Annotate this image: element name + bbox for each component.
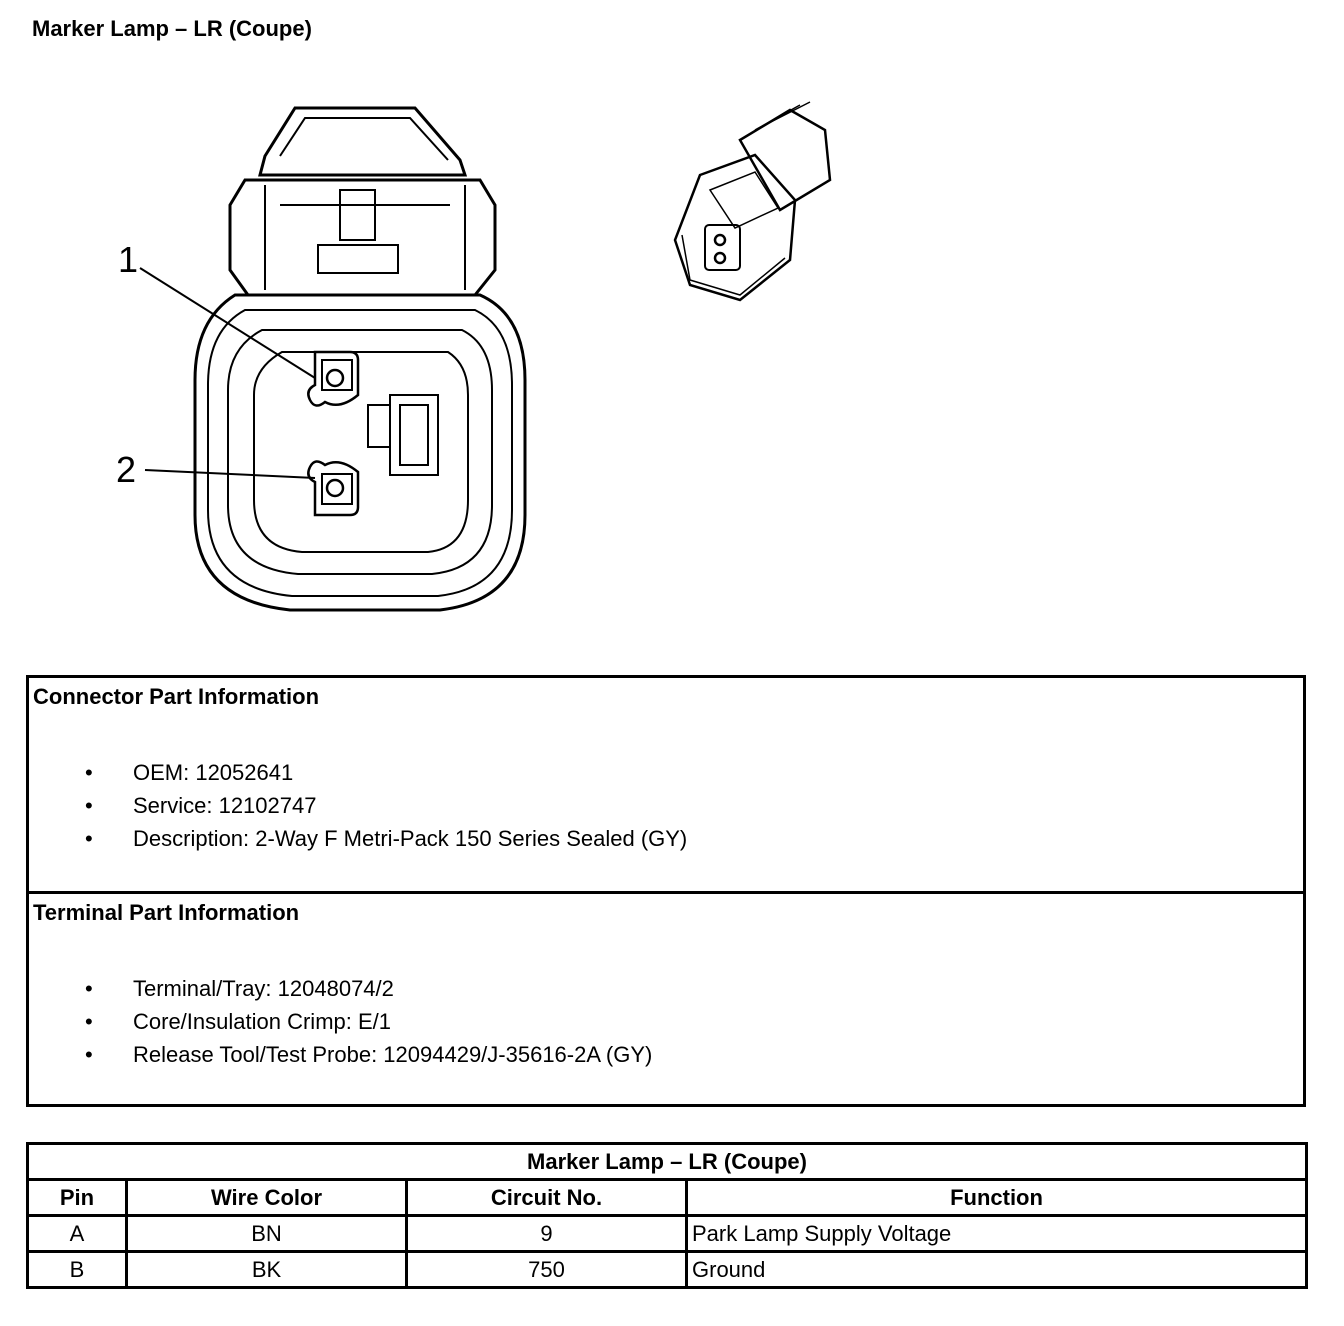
connector-part-information: Connector Part Information OEM: 12052641… [29,678,1303,894]
list-item: OEM: 12052641 [85,756,687,789]
circuit-cell: 9 [405,1214,688,1253]
column-header: Pin [26,1178,128,1217]
function-cell: Ground [685,1250,1308,1289]
function-cell: Park Lamp Supply Voltage [685,1214,1308,1253]
wire-color-cell: BN [125,1214,408,1253]
list-item: Core/Insulation Crimp: E/1 [85,1005,652,1038]
section-title: Connector Part Information [33,684,320,709]
connector-isometric-thumbnail [673,101,832,302]
table-row: A BN 9 Park Lamp Supply Voltage [26,1214,1308,1253]
terminal-info-list: Terminal/Tray: 12048074/2 Core/Insulatio… [85,972,652,1071]
list-item: Release Tool/Test Probe: 12094429/J-3561… [85,1038,652,1071]
table-header-row: Pin Wire Color Circuit No. Function [26,1178,1308,1217]
part-information-box: Connector Part Information OEM: 12052641… [26,675,1306,1107]
circuit-cell: 750 [405,1250,688,1289]
list-item: Description: 2-Way F Metri-Pack 150 Seri… [85,822,687,855]
column-header: Circuit No. [405,1178,688,1217]
pinout-table: Marker Lamp – LR (Coupe) Pin Wire Color … [26,1142,1308,1289]
pin-cell: A [26,1214,128,1253]
column-header: Wire Color [125,1178,408,1217]
connector-face-diagram: 1 2 [116,106,527,612]
column-header: Function [685,1178,1308,1217]
table-row: B BK 750 Ground [26,1250,1308,1289]
list-item: Service: 12102747 [85,789,687,822]
connector-info-list: OEM: 12052641 Service: 12102747 Descript… [85,756,687,855]
callout-label-2: 2 [116,449,136,490]
callout-label-1: 1 [118,239,138,280]
terminal-part-information: Terminal Part Information Terminal/Tray:… [29,894,1303,1104]
page-title: Marker Lamp – LR (Coupe) [32,16,312,41]
section-title: Terminal Part Information [33,900,300,925]
wire-color-cell: BK [125,1250,408,1289]
pin-cell: B [26,1250,128,1289]
table-title: Marker Lamp – LR (Coupe) [26,1142,1308,1181]
list-item: Terminal/Tray: 12048074/2 [85,972,652,1005]
